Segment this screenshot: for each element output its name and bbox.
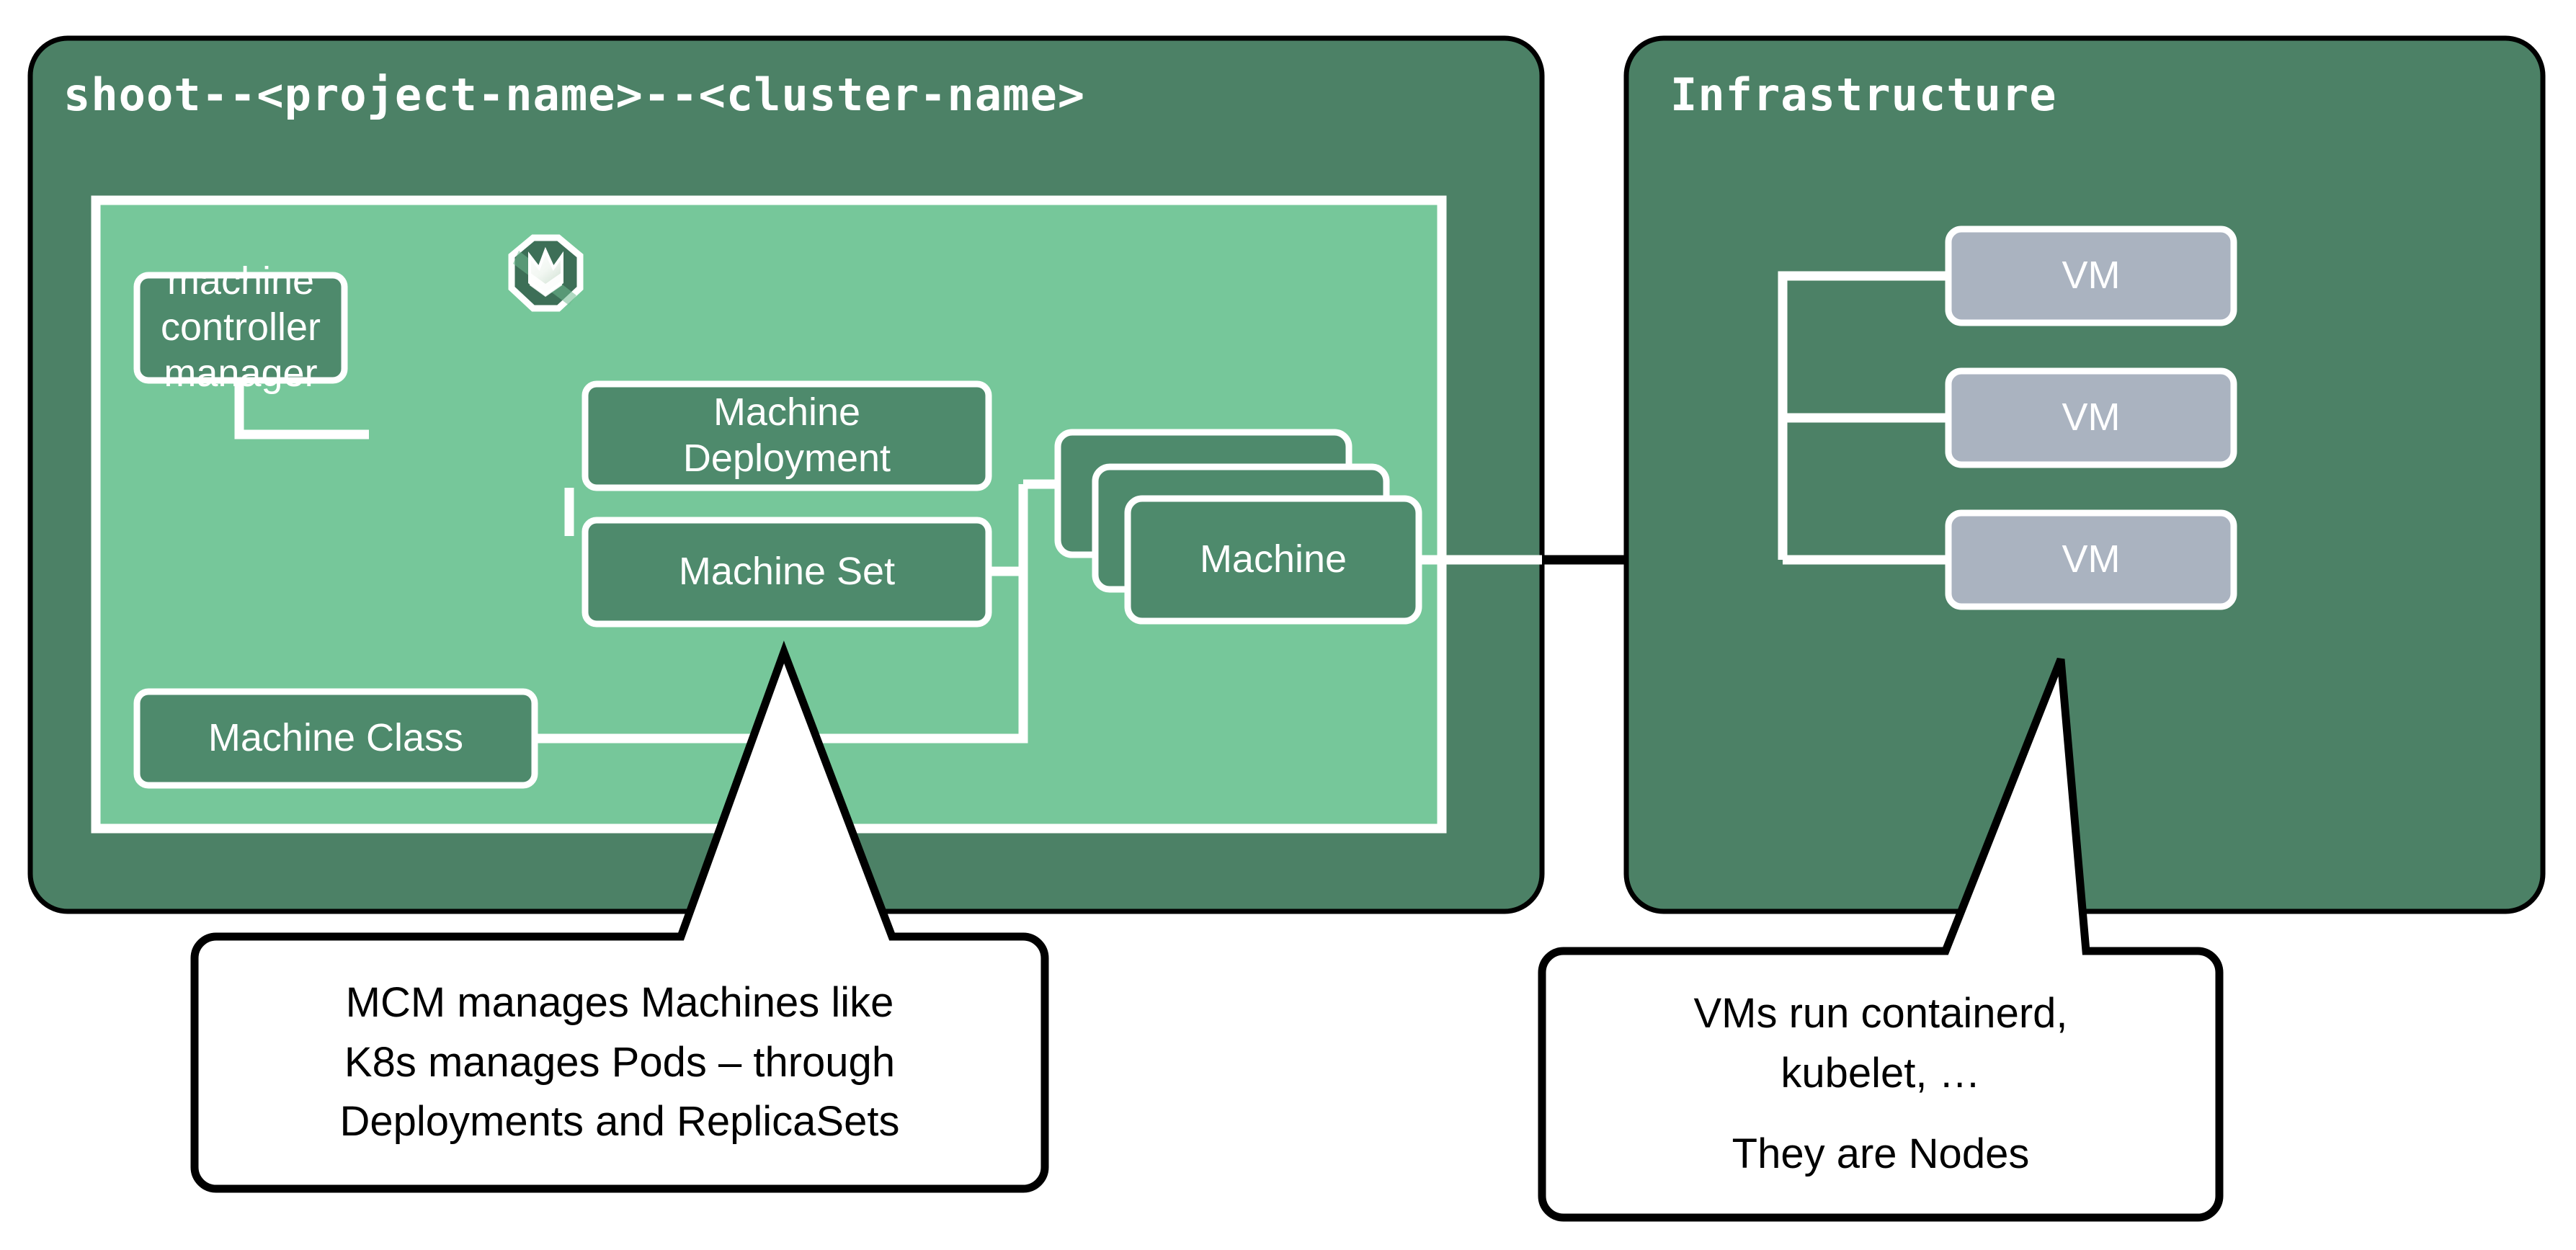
machine-controller-manager-box[interactable]: [133, 272, 348, 384]
callout-left: [190, 640, 1049, 1193]
vm-box-3[interactable]: [1945, 509, 2237, 610]
machine-class-box[interactable]: [133, 688, 538, 789]
shoot-panel-title: shoot--<project-name>--<cluster-name>: [63, 68, 1086, 121]
callout-right-text: VMs run containerd, kubelet, … They are …: [1546, 955, 2216, 1214]
callout-left-line-1: MCM manages Machines like: [345, 979, 894, 1027]
callout-right-line-3: They are Nodes: [1732, 1130, 2030, 1178]
callout-right-shape: [1538, 657, 2224, 1222]
infrastructure-panel-title: Infrastructure: [1670, 68, 2057, 121]
callout-right: [1538, 657, 2224, 1222]
infrastructure-panel: [1623, 35, 2546, 914]
callout-left-line-2: K8s manages Pods – through: [344, 1038, 896, 1086]
vm-connectors: [1778, 271, 1951, 565]
connector-mcm-to-deployment: [234, 380, 369, 439]
machine-deployment-box[interactable]: [581, 380, 992, 491]
infrastructure-panel-background: [1623, 35, 2546, 914]
machine-set-box[interactable]: [581, 517, 992, 628]
machine-stack: [1054, 429, 1422, 625]
vm-box-2[interactable]: [1945, 367, 2237, 468]
callout-right-line-2: kubelet, …: [1781, 1049, 1981, 1097]
gardener-logo: [508, 234, 584, 312]
callout-left-shape: [190, 640, 1049, 1193]
connector-trunk-to-vm-1: [1778, 271, 1951, 560]
callout-right-line-1: VMs run containerd,: [1693, 990, 2068, 1037]
vm-box-1[interactable]: [1945, 226, 2237, 326]
callout-left-text: MCM manages Machines like K8s manages Po…: [198, 940, 1041, 1185]
callout-left-line-3: Deployments and ReplicaSets: [339, 1098, 900, 1146]
machine-box-front[interactable]: [1124, 495, 1422, 625]
